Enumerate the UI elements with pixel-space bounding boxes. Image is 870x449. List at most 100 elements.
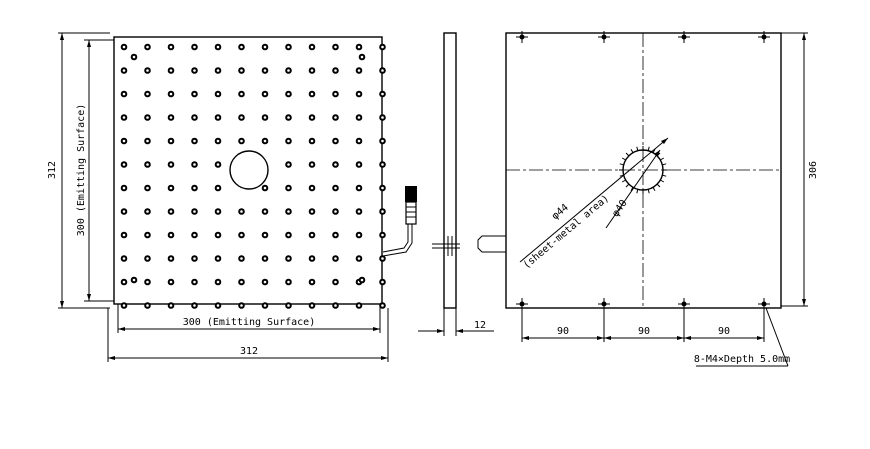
- spacing-1-label: 90: [557, 326, 569, 337]
- leader-phi44: [519, 137, 669, 263]
- led-dot: [285, 90, 292, 98]
- led-dot: [120, 67, 128, 74]
- led-dot: [144, 231, 151, 239]
- led-dot: [355, 90, 363, 98]
- led-dot: [167, 278, 175, 286]
- led-dot: [167, 208, 175, 215]
- width-emitting-label: 300 (Emitting Surface): [183, 317, 315, 328]
- led-dot: [120, 278, 128, 286]
- sheet-metal-tick: [647, 189, 650, 194]
- led-dot: [120, 137, 128, 145]
- led-dot: [261, 137, 269, 145]
- led-dot: [120, 231, 128, 239]
- sheet-metal-tick: [621, 157, 626, 161]
- led-dot: [379, 114, 386, 121]
- led-dot: [332, 208, 339, 215]
- led-dot: [332, 137, 339, 145]
- screw-note-label: 8-M4×Depth 5.0mm: [694, 354, 790, 365]
- led-dot: [332, 184, 339, 192]
- led-dot: [167, 255, 175, 262]
- led-dot: [379, 302, 386, 309]
- led-dot: [355, 43, 363, 51]
- led-dot: [191, 184, 198, 192]
- led-dot: [261, 90, 269, 98]
- led-dot: [379, 137, 386, 145]
- leader-phi40: [605, 149, 661, 229]
- led-dot: [238, 255, 245, 262]
- back-cable-hook: [477, 235, 506, 253]
- led-dot: [167, 114, 175, 121]
- sheet-metal-tick: [662, 163, 667, 166]
- led-grid: [120, 43, 386, 309]
- led-dot: [214, 278, 222, 286]
- led-dot: [191, 255, 198, 262]
- connector-head: [405, 186, 417, 202]
- led-dot: [355, 161, 363, 168]
- led-dot: [308, 302, 316, 309]
- side-view: 12: [418, 32, 494, 336]
- led-dot: [238, 278, 245, 286]
- dim-height-outer: 312: [47, 32, 110, 309]
- width-outer-label: 312: [240, 346, 258, 357]
- led-dot: [332, 278, 339, 286]
- led-dot: [261, 208, 269, 215]
- sheet-metal-tick: [662, 174, 667, 177]
- sheet-metal-tick: [647, 146, 650, 151]
- led-dot: [167, 90, 175, 98]
- led-dot: [191, 161, 198, 168]
- led-dot: [285, 184, 292, 192]
- led-dot: [355, 255, 363, 262]
- led-dot: [238, 43, 245, 51]
- led-dot: [144, 43, 151, 51]
- led-dot: [144, 114, 151, 121]
- led-dot: [355, 302, 363, 309]
- led-dot: [261, 43, 269, 51]
- sheet-metal-tick: [625, 183, 630, 188]
- led-dot: [167, 67, 175, 74]
- led-dot: [167, 43, 175, 51]
- dim-width-outer: 312: [107, 308, 389, 362]
- led-dot: [120, 90, 128, 98]
- sheet-metal-tick: [656, 183, 661, 188]
- phi40-label: φ40: [610, 198, 629, 219]
- cable-connector: [382, 186, 417, 257]
- sheet-metal-tick: [660, 157, 665, 161]
- led-dot: [379, 43, 386, 51]
- thickness-label: 12: [474, 320, 486, 331]
- led-dot: [332, 161, 339, 168]
- led-dot: [285, 114, 292, 121]
- spacing-2-label: 90: [638, 326, 650, 337]
- led-dot: [308, 43, 316, 51]
- led-dot: [308, 114, 316, 121]
- led-dot: [285, 43, 292, 51]
- back-view: φ44 (sheet-metal area) φ40 306 90 90 90 …: [477, 31, 819, 367]
- led-dot: [285, 67, 292, 74]
- height-emitting-label: 300 (Emitting Surface): [76, 104, 87, 236]
- connector-cable: [382, 224, 409, 253]
- led-dot: [332, 90, 339, 98]
- led-dot: [285, 302, 292, 309]
- led-dot: [332, 231, 339, 239]
- led-dot: [238, 114, 245, 121]
- led-dot: [120, 161, 128, 168]
- led-dot: [120, 43, 128, 51]
- led-dot: [144, 184, 151, 192]
- screw-note-leader: [765, 307, 789, 367]
- led-dot: [120, 255, 128, 262]
- led-dot: [191, 90, 198, 98]
- led-dot: [379, 231, 386, 239]
- led-dot: [144, 208, 151, 215]
- led-dot: [355, 208, 363, 215]
- led-dot: [332, 114, 339, 121]
- led-dot: [238, 67, 245, 74]
- led-dot: [379, 90, 386, 98]
- led-dot: [214, 90, 222, 98]
- led-dot: [261, 302, 269, 309]
- led-dot: [191, 114, 198, 121]
- dim-width-emitting: 300 (Emitting Surface): [117, 304, 381, 333]
- led-dot: [332, 67, 339, 74]
- led-dot: [130, 53, 138, 61]
- sheet-metal-tick: [652, 187, 656, 192]
- led-dot: [214, 67, 222, 74]
